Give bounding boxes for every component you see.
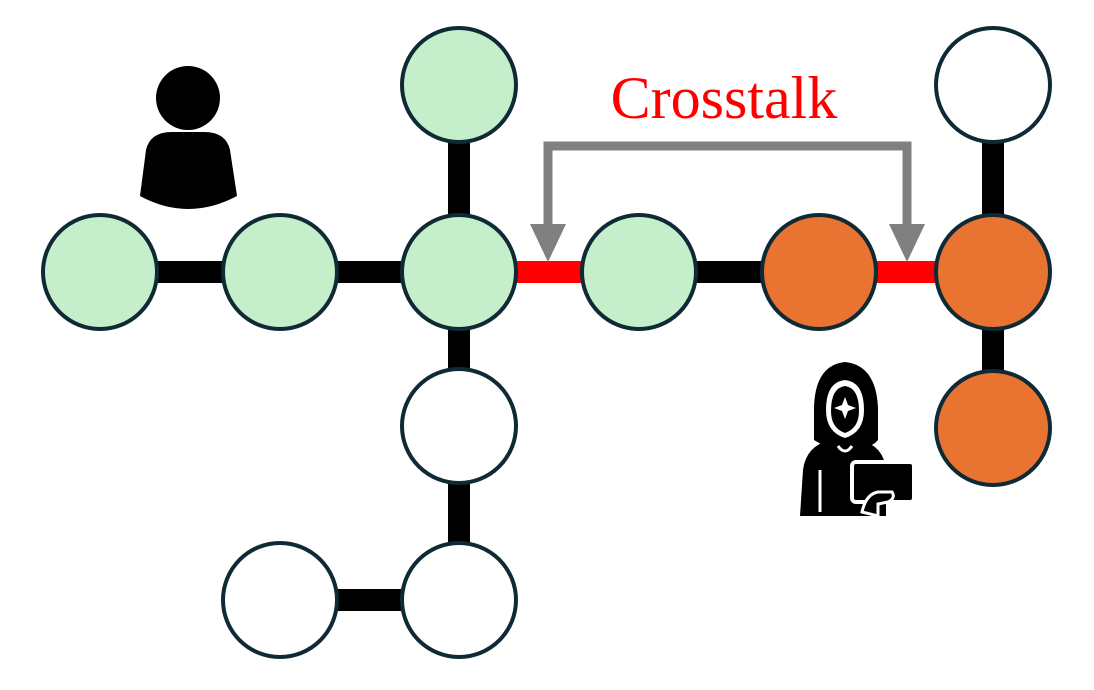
node-idle-n8 <box>934 26 1052 144</box>
crosstalk-arrow-icon <box>530 141 925 262</box>
node-user-n3 <box>400 213 518 331</box>
node-attacker-n7 <box>934 213 1052 331</box>
node-idle-n10 <box>400 367 518 485</box>
node-attacker-n6 <box>760 213 878 331</box>
node-user-n5 <box>580 213 698 331</box>
node-idle-n11 <box>400 541 518 659</box>
crosstalk-label: Crosstalk <box>611 65 838 131</box>
node-user-n4 <box>400 26 518 144</box>
node-idle-n12 <box>221 541 339 659</box>
user-icon <box>140 66 237 209</box>
hooded-hacker-icon <box>800 362 916 518</box>
node-user-n1 <box>41 213 159 331</box>
node-user-n2 <box>221 213 339 331</box>
nodes-layer <box>41 26 1052 659</box>
node-attacker-n9 <box>934 369 1052 487</box>
